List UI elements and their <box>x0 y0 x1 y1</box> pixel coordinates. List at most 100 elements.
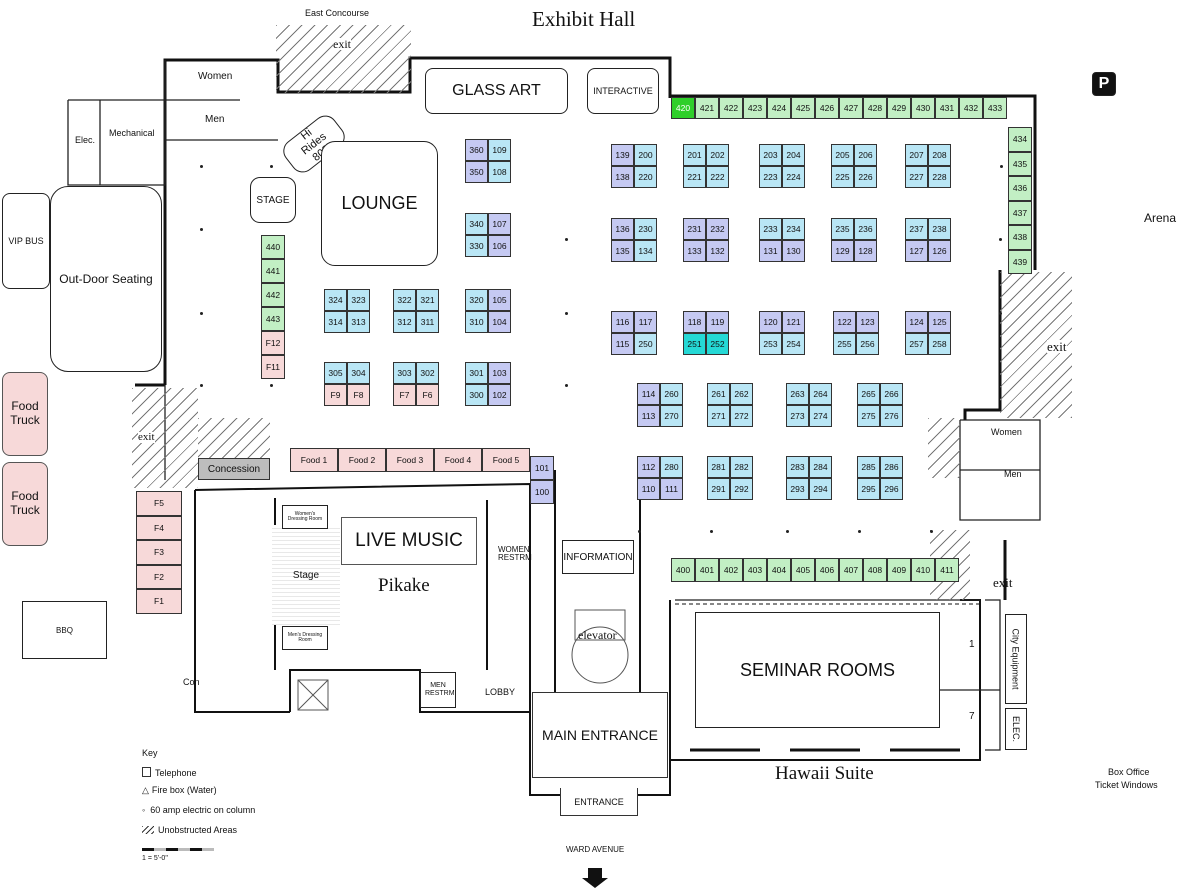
booth-313[interactable]: 313 <box>347 311 370 333</box>
booth-234[interactable]: 234 <box>782 218 805 240</box>
booth-433[interactable]: 433 <box>983 97 1007 119</box>
booth-303[interactable]: 303 <box>393 362 416 384</box>
booth-225[interactable]: 225 <box>831 166 854 188</box>
booth-134[interactable]: 134 <box>634 240 657 262</box>
booth-410[interactable]: 410 <box>911 558 935 582</box>
booth-408[interactable]: 408 <box>863 558 887 582</box>
food-booth-f3[interactable]: F3 <box>136 540 182 565</box>
booth-131[interactable]: 131 <box>759 240 782 262</box>
booth-423[interactable]: 423 <box>743 97 767 119</box>
booth-323[interactable]: 323 <box>347 289 370 311</box>
booth-264[interactable]: 264 <box>809 383 832 405</box>
booth-360[interactable]: 360 <box>465 139 488 161</box>
booth-102[interactable]: 102 <box>488 384 511 406</box>
booth-403[interactable]: 403 <box>743 558 767 582</box>
booth-126[interactable]: 126 <box>928 240 951 262</box>
booth-320[interactable]: 320 <box>465 289 488 311</box>
booth-439[interactable]: 439 <box>1008 249 1032 274</box>
booth-237[interactable]: 237 <box>905 218 928 240</box>
booth-139[interactable]: 139 <box>611 144 634 166</box>
booth-F9[interactable]: F9 <box>324 384 347 406</box>
booth-424[interactable]: 424 <box>767 97 791 119</box>
booth-253[interactable]: 253 <box>759 333 782 355</box>
food-booth-f1[interactable]: F1 <box>136 589 182 614</box>
booth-233[interactable]: 233 <box>759 218 782 240</box>
booth-409[interactable]: 409 <box>887 558 911 582</box>
booth-251[interactable]: 251 <box>683 333 706 355</box>
booth-275[interactable]: 275 <box>857 405 880 427</box>
booth-295[interactable]: 295 <box>857 478 880 500</box>
booth-405[interactable]: 405 <box>791 558 815 582</box>
booth-292[interactable]: 292 <box>730 478 753 500</box>
booth-116[interactable]: 116 <box>611 311 634 333</box>
booth-270[interactable]: 270 <box>660 405 683 427</box>
booth-281[interactable]: 281 <box>707 456 730 478</box>
food-booth-f4[interactable]: F4 <box>136 515 182 540</box>
booth-F11[interactable]: F11 <box>261 355 285 379</box>
booth-250[interactable]: 250 <box>634 333 657 355</box>
booth-F7[interactable]: F7 <box>393 384 416 406</box>
booth-236[interactable]: 236 <box>854 218 877 240</box>
booth-128[interactable]: 128 <box>854 240 877 262</box>
booth-F8[interactable]: F8 <box>347 384 370 406</box>
booth-129[interactable]: 129 <box>831 240 854 262</box>
booth-427[interactable]: 427 <box>839 97 863 119</box>
booth-406[interactable]: 406 <box>815 558 839 582</box>
booth-205[interactable]: 205 <box>831 144 854 166</box>
booth-266[interactable]: 266 <box>880 383 903 405</box>
booth-111[interactable]: 111 <box>660 478 683 500</box>
booth-425[interactable]: 425 <box>791 97 815 119</box>
booth-420[interactable]: 420 <box>671 97 695 119</box>
booth-436[interactable]: 436 <box>1008 176 1032 201</box>
booth-120[interactable]: 120 <box>759 311 782 333</box>
booth-261[interactable]: 261 <box>707 383 730 405</box>
booth-222[interactable]: 222 <box>706 166 729 188</box>
booth-312[interactable]: 312 <box>393 311 416 333</box>
booth-100[interactable]: 100 <box>530 480 554 504</box>
booth-429[interactable]: 429 <box>887 97 911 119</box>
booth-282[interactable]: 282 <box>730 456 753 478</box>
booth-422[interactable]: 422 <box>719 97 743 119</box>
booth-114[interactable]: 114 <box>637 383 660 405</box>
booth-265[interactable]: 265 <box>857 383 880 405</box>
booth-224[interactable]: 224 <box>782 166 805 188</box>
booth-305[interactable]: 305 <box>324 362 347 384</box>
booth-274[interactable]: 274 <box>809 405 832 427</box>
booth-135[interactable]: 135 <box>611 240 634 262</box>
booth-291[interactable]: 291 <box>707 478 730 500</box>
booth-426[interactable]: 426 <box>815 97 839 119</box>
booth-118[interactable]: 118 <box>683 311 706 333</box>
booth-221[interactable]: 221 <box>683 166 706 188</box>
booth-121[interactable]: 121 <box>782 311 805 333</box>
booth-293[interactable]: 293 <box>786 478 809 500</box>
food-booth-f5[interactable]: F5 <box>136 491 182 516</box>
booth-441[interactable]: 441 <box>261 259 285 283</box>
booth-138[interactable]: 138 <box>611 166 634 188</box>
food-truck-2[interactable]: Food Truck <box>2 462 48 546</box>
booth-437[interactable]: 437 <box>1008 200 1032 225</box>
booth-400[interactable]: 400 <box>671 558 695 582</box>
booth-136[interactable]: 136 <box>611 218 634 240</box>
booth-F12[interactable]: F12 <box>261 331 285 355</box>
booth-103[interactable]: 103 <box>488 362 511 384</box>
booth-206[interactable]: 206 <box>854 144 877 166</box>
booth-F6[interactable]: F6 <box>416 384 439 406</box>
booth-256[interactable]: 256 <box>856 333 879 355</box>
booth-324[interactable]: 324 <box>324 289 347 311</box>
booth-442[interactable]: 442 <box>261 283 285 307</box>
booth-271[interactable]: 271 <box>707 405 730 427</box>
booth-255[interactable]: 255 <box>833 333 856 355</box>
booth-203[interactable]: 203 <box>759 144 782 166</box>
booth-322[interactable]: 322 <box>393 289 416 311</box>
booth-411[interactable]: 411 <box>935 558 959 582</box>
booth-300[interactable]: 300 <box>465 384 488 406</box>
information-desk[interactable]: INFORMATION <box>562 540 634 574</box>
booth-132[interactable]: 132 <box>706 240 729 262</box>
booth-310[interactable]: 310 <box>465 311 488 333</box>
booth-302[interactable]: 302 <box>416 362 439 384</box>
booth-235[interactable]: 235 <box>831 218 854 240</box>
food-booth-3[interactable]: Food 3 <box>386 448 434 472</box>
booth-258[interactable]: 258 <box>928 333 951 355</box>
booth-125[interactable]: 125 <box>928 311 951 333</box>
booth-273[interactable]: 273 <box>786 405 809 427</box>
